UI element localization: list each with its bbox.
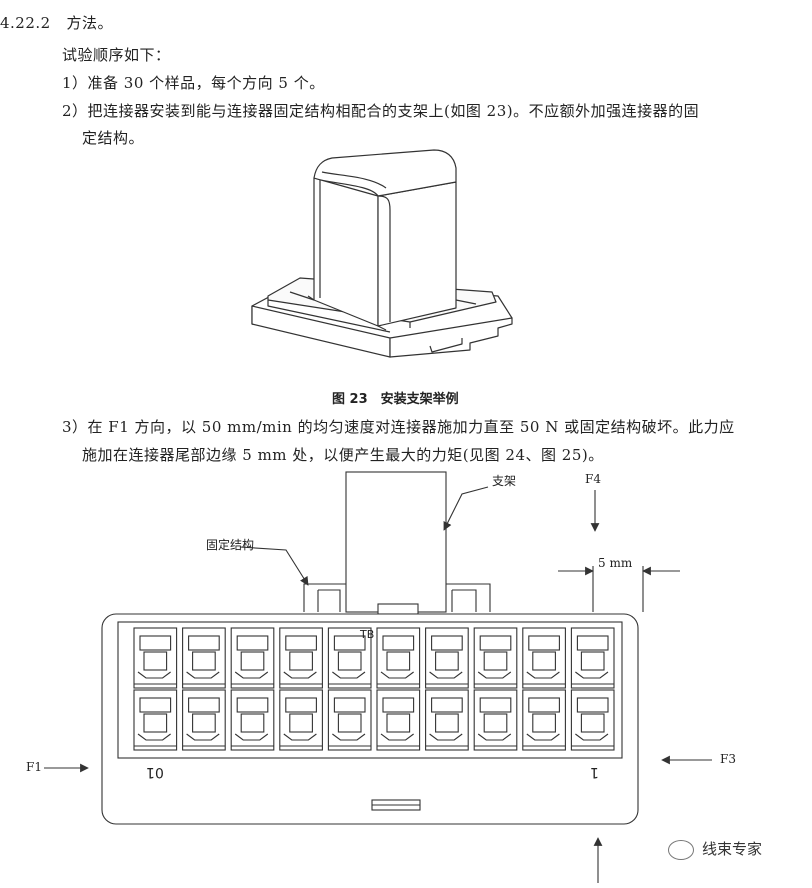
watermark-text: 线束专家 (702, 840, 763, 858)
cavity-part (477, 733, 512, 741)
cavity-part (234, 733, 269, 741)
cavity-part (188, 635, 220, 651)
step-1: 1）准备 30 个样品，每个方向 5 个。 (62, 74, 325, 92)
step-3-cont: 施加在连接器尾部边缘 5 mm 处，以便产生最大的力矩(见图 24、图 25)。 (82, 446, 604, 464)
intro-text: 试验顺序如下： (62, 46, 171, 64)
cavity-part (435, 651, 459, 671)
cavity-part (483, 713, 508, 733)
step-2: 2）把连接器安装到能与连接器固定结构相配合的支架上(如图 23)。不应额外加强连… (62, 102, 700, 120)
cavity-part (240, 713, 265, 733)
cavity-part (139, 635, 172, 651)
cavity-part (532, 713, 556, 733)
cavity-part (479, 635, 512, 651)
bracket-label: 支架 (492, 474, 517, 488)
section-number: 4.22.2 (0, 14, 51, 32)
cavity-part (382, 697, 415, 713)
cavity-part (236, 697, 269, 713)
cavity-part (431, 635, 463, 651)
cavity-part (526, 671, 560, 679)
cavity-part (429, 733, 463, 741)
section-title: 方法。 (66, 14, 114, 32)
cavity-part (143, 713, 168, 733)
cavity-part (337, 651, 362, 671)
cavity-part (429, 671, 463, 679)
cavity-part (137, 733, 171, 741)
wechat-icon (668, 840, 694, 860)
cavity-part (188, 697, 220, 713)
cavity-part (576, 635, 609, 651)
force-f1-label: F1 (26, 760, 42, 774)
step-2-cont: 定结构。 (82, 129, 145, 147)
cavity-part (333, 635, 366, 651)
cavity-part (285, 697, 317, 713)
cavity-part (479, 697, 512, 713)
cavity-part (337, 713, 362, 733)
force-f3-label: F3 (720, 752, 736, 766)
cavity-part (380, 671, 414, 679)
cavity-part (580, 713, 605, 733)
cavity-part (575, 733, 609, 741)
cavity-part (528, 697, 560, 713)
section-heading: 4.22.2 方法。 (0, 12, 113, 33)
cavity-part (431, 697, 463, 713)
force-f4-label: F4 (585, 472, 601, 486)
cavity-part (236, 635, 269, 651)
cavity-part (192, 713, 216, 733)
cavity-part (139, 697, 172, 713)
cavity-part (580, 651, 605, 671)
cavity-part (192, 651, 216, 671)
cavity-part (380, 733, 414, 741)
dimension-label: 5 mm (598, 556, 633, 570)
cavity-part (137, 671, 171, 679)
cavity-part (483, 651, 508, 671)
cavity-part (526, 733, 560, 741)
step-3: 3）在 F1 方向，以 50 mm/min 的均匀速度对连接器施加力直至 50 … (62, 418, 735, 436)
cavity-part (143, 651, 168, 671)
fixing-structure-label: 固定结构 (206, 538, 255, 552)
cavity-part (285, 635, 317, 651)
cavity-part (283, 733, 317, 741)
pin-left-number: 01 (146, 764, 164, 780)
cavity-part (575, 671, 609, 679)
cavity-part (186, 671, 220, 679)
pin-right-number: 1 (590, 764, 599, 780)
cavity-part (528, 635, 560, 651)
cavity-part (382, 635, 415, 651)
connector-top-mark: TB (360, 628, 375, 641)
cavity-part (386, 713, 411, 733)
cavity-part (477, 671, 512, 679)
cavity-part (289, 713, 313, 733)
cavity-part (333, 697, 366, 713)
cavity-part (186, 733, 220, 741)
cavity-part (532, 651, 556, 671)
cavity-part (435, 713, 459, 733)
cavity-part (332, 733, 366, 741)
cavity-part (332, 671, 366, 679)
cavity-part (576, 697, 609, 713)
cavity-part (283, 671, 317, 679)
cavity-part (240, 651, 265, 671)
cavity-part (289, 651, 313, 671)
figure-23-caption: 图 23 安装支架举例 (332, 392, 459, 407)
cavity-part (234, 671, 269, 679)
cavity-part (386, 651, 411, 671)
